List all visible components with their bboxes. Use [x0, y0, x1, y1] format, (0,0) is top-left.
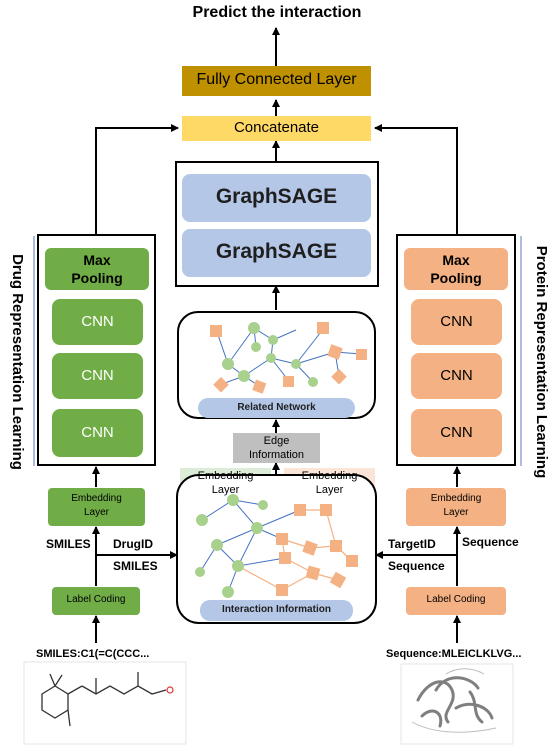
embedding-layer-green-label-1: Embedding [197, 470, 254, 482]
fc-layer-label: Fully Connected Layer [196, 71, 357, 88]
drug-embedding-layer-box [48, 488, 145, 526]
protein-max-pooling-label-1: Max [442, 252, 470, 268]
protein-label-coding-label: Label Coding [426, 594, 486, 605]
drug-side-label: Drug Representation Learning [9, 254, 26, 470]
drug-molecule-image [23, 661, 187, 745]
protein-sequence-label-2: Sequence [388, 559, 445, 573]
concatenate-label: Concatenate [233, 119, 320, 136]
embedding-layer-green-label-2: Layer [211, 484, 240, 496]
protein-targetid-label: TargetID [388, 537, 436, 551]
drug-cnn-label-1: CNN [81, 313, 114, 330]
drug-max-pooling-box [45, 248, 149, 290]
edge-information-label-2: Information [248, 449, 305, 461]
drug-cnn-box-1 [52, 299, 143, 345]
protein-cnn-box-2 [411, 353, 502, 399]
drug-drugid-label: DrugID [113, 537, 153, 551]
graphsage-label-2: GraphSAGE [215, 240, 338, 263]
protein-structure-image [400, 663, 514, 745]
embedding-layer-orange-label-1: Embedding [301, 470, 358, 482]
fc-layer-box [182, 66, 371, 96]
graphsage-label-1: GraphSAGE [215, 185, 338, 208]
drug-smiles-label-2: SMILES [113, 559, 158, 573]
drug-label-coding-box [52, 587, 140, 615]
drug-embedding-label-2: Layer [83, 507, 109, 518]
interaction-graph [195, 494, 358, 598]
drug-input-text: SMILES:C1(=C(CCC... [36, 648, 150, 660]
drug-cnn-label-2: CNN [81, 367, 114, 384]
protein-embedding-layer-box [406, 488, 506, 526]
protein-side-label: Protein Representation Learning [533, 245, 550, 479]
protein-cnn-label-3: CNN [440, 424, 473, 441]
protein-cnn-label-1: CNN [440, 313, 473, 330]
graphsage-block-1 [182, 174, 371, 222]
protein-sequence-label: Sequence [462, 535, 519, 549]
protein-embedding-label-1: Embedding [430, 493, 482, 504]
drug-cnn-box-2 [52, 353, 143, 399]
drug-embedding-label-1: Embedding [71, 493, 122, 504]
related-network-label: Related Network [237, 402, 316, 413]
related-network-graph [210, 322, 367, 394]
drug-cnn-box-3 [52, 409, 143, 457]
embedding-layer-orange-label-2: Layer [315, 484, 344, 496]
protein-max-pooling-label-2: Pooling [430, 270, 482, 286]
graphsage-block-2 [182, 229, 371, 277]
protein-cnn-box-3 [411, 409, 502, 457]
protein-label-coding-box [406, 587, 506, 615]
drug-smiles-label: SMILES [46, 537, 91, 551]
related-network-label-box [198, 398, 355, 418]
edge-information-box [233, 433, 320, 463]
drug-max-pooling-label-1: Max [83, 252, 111, 268]
interaction-information-label: Interaction Information [222, 604, 331, 615]
protein-cnn-box-1 [411, 299, 502, 345]
concatenate-box [182, 116, 371, 141]
drug-cnn-label-3: CNN [81, 424, 114, 441]
edge-information-label-1: Edge [263, 435, 290, 447]
drug-label-coding-label: Label Coding [66, 594, 126, 605]
page-title: Predict the interaction [192, 4, 362, 21]
interaction-information-label-box [200, 600, 353, 621]
protein-max-pooling-box [404, 248, 508, 290]
protein-embedding-label-2: Layer [443, 507, 469, 518]
drug-max-pooling-label-2: Pooling [71, 270, 123, 286]
connector-arrows [92, 27, 461, 643]
protein-cnn-label-2: CNN [440, 367, 473, 384]
protein-input-text: Sequence:MLEICLKLVG... [386, 648, 522, 660]
